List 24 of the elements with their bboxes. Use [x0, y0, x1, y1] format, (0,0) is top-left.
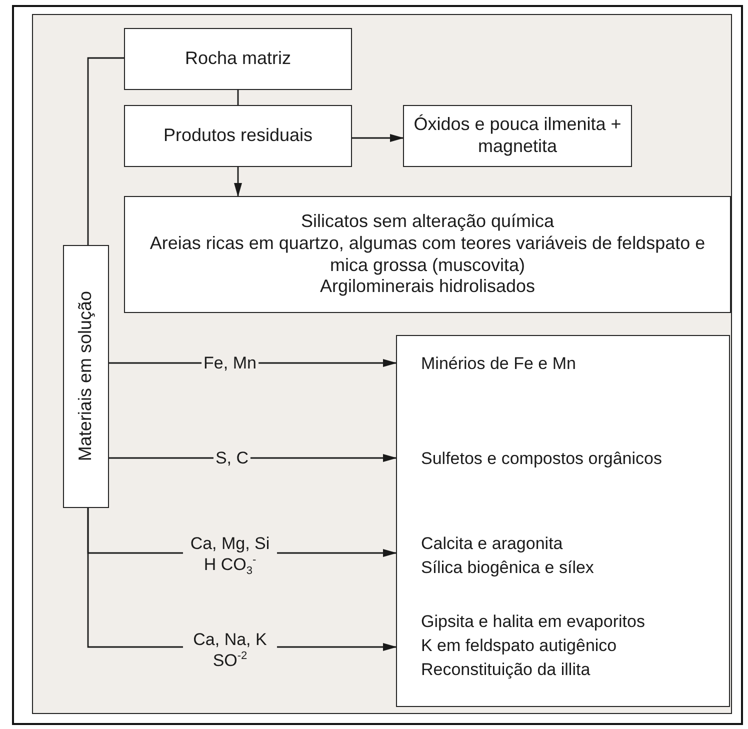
arrow	[234, 167, 242, 197]
box-text: Silicatos sem alteração química	[300, 211, 554, 233]
box-text: Reconstituição da illita	[421, 660, 590, 680]
box-text: Minérios de Fe e Mn	[421, 354, 576, 374]
process-box	[124, 196, 731, 313]
connector-line	[87, 57, 124, 245]
box-text: Areias ricas em quartzo, algumas com teores variáveis de feldspato e mica grossa (muscovita)	[148, 232, 706, 276]
box-text: Materiais em solução	[75, 291, 96, 462]
process-box	[124, 105, 352, 167]
box-text: K em feldspato autigênico	[421, 636, 617, 656]
connector-line	[237, 90, 239, 105]
box-text: Rocha matriz	[184, 48, 292, 70]
box-text: Produtos residuais	[163, 125, 313, 147]
process-box	[396, 335, 730, 707]
box-text: Argilominerais hidrolisados	[320, 276, 536, 298]
process-box	[124, 28, 352, 90]
box-text: Gipsita e halita em evaporitos	[421, 612, 645, 632]
arrow	[352, 134, 404, 142]
box-text: Óxidos e pouca ilmenita + magnetita	[412, 114, 622, 158]
process-box	[63, 245, 109, 508]
box-text: Calcita e aragonita	[421, 534, 563, 554]
box-text: Sílica biogênica e sílex	[421, 558, 594, 578]
box-text: Sulfetos e compostos orgânicos	[421, 449, 662, 470]
process-box	[403, 105, 632, 167]
